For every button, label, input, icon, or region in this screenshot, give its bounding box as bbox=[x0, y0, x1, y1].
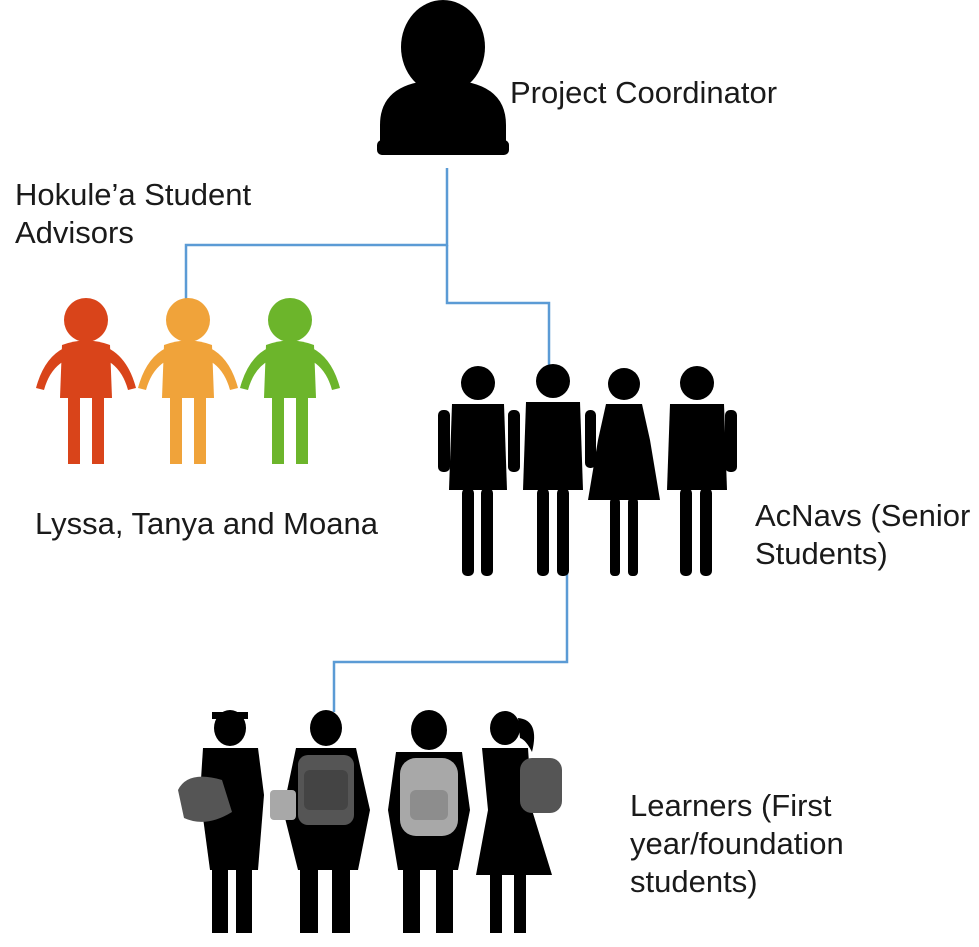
learners-label-line2: year/foundation bbox=[630, 826, 844, 861]
acnavs-label-line2: Students) bbox=[755, 536, 888, 571]
senior-person-1 bbox=[438, 366, 507, 576]
coordinator-label: Project Coordinator bbox=[510, 74, 777, 112]
learners-label-line3: students) bbox=[630, 864, 758, 899]
senior-person-2 bbox=[508, 364, 583, 576]
advisors-label-line2: Advisors bbox=[15, 215, 134, 250]
advisors-names-label: Lyssa, Tanya and Moana bbox=[35, 505, 378, 543]
students-with-backpacks-icon bbox=[178, 710, 562, 933]
person-icon bbox=[377, 0, 509, 155]
advisors-label: Hokule’a Student Advisors bbox=[15, 176, 251, 252]
learners-label: Learners (First year/foundation students… bbox=[630, 787, 844, 901]
advisors-names-text: Lyssa, Tanya and Moana bbox=[35, 506, 378, 541]
advisors-label-line1: Hokule’a Student bbox=[15, 177, 252, 212]
child-green-figure bbox=[240, 298, 340, 464]
acnavs-label: AcNavs (Senior Students) bbox=[755, 497, 970, 573]
acnavs-label-line1: AcNavs (Senior bbox=[755, 498, 971, 533]
senior-person-3 bbox=[585, 368, 660, 576]
senior-person-4 bbox=[667, 366, 737, 576]
coordinator-label-text: Project Coordinator bbox=[510, 75, 778, 110]
connector-acnavs-to-learners bbox=[332, 570, 569, 712]
group-of-four-people-icon bbox=[438, 364, 737, 576]
child-red-figure bbox=[36, 298, 136, 464]
learners-label-line1: Learners (First bbox=[630, 788, 832, 823]
student-1 bbox=[178, 710, 264, 933]
student-4 bbox=[476, 711, 562, 933]
connector-lines bbox=[184, 168, 569, 712]
connector-coordinator-to-acnavs bbox=[445, 245, 551, 365]
student-2 bbox=[270, 710, 370, 933]
three-children-icon bbox=[36, 298, 340, 464]
child-orange-figure bbox=[138, 298, 238, 464]
student-3 bbox=[388, 710, 470, 933]
connector-coordinator-to-advisors bbox=[184, 168, 449, 300]
